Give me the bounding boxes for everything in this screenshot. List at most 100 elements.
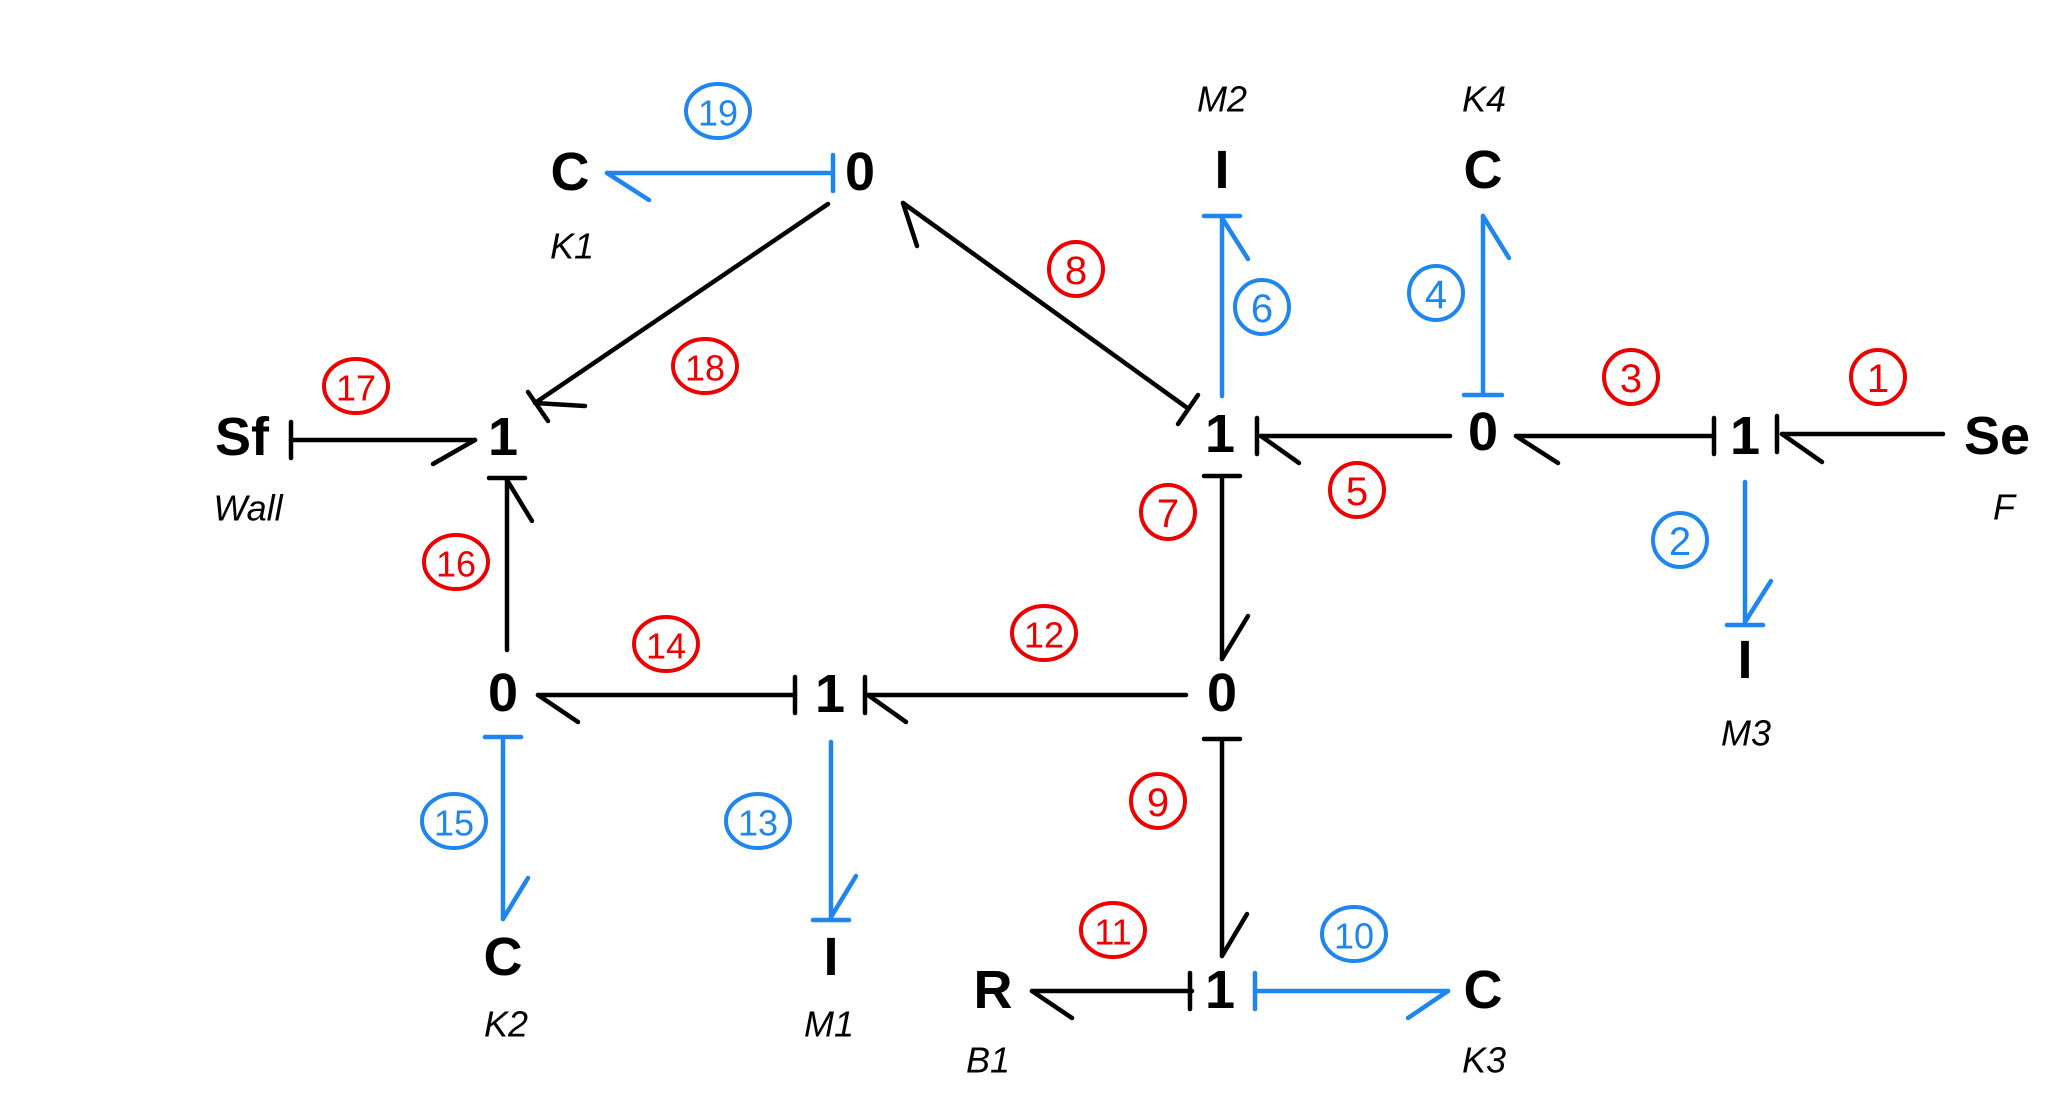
number-circle: [724, 792, 792, 850]
number-text: 19: [698, 93, 738, 134]
node-symbol: C: [1464, 140, 1503, 200]
number-text: 2: [1669, 520, 1691, 564]
node-param-label: B1: [966, 1040, 1010, 1081]
node-I-M2: M2 I: [1197, 79, 1247, 201]
number-text: 5: [1346, 470, 1368, 514]
number-text: 8: [1065, 249, 1087, 293]
number-circle: [1651, 511, 1709, 569]
bond-number-18: 18: [671, 337, 739, 395]
number-text: 18: [685, 348, 725, 389]
node-1-right: 1: [1730, 406, 1760, 466]
node-param-label: M2: [1197, 79, 1247, 120]
number-circle: [1320, 905, 1388, 963]
bond-number-4: 4: [1407, 264, 1465, 322]
bond-number-15: 15: [420, 792, 488, 850]
bond-number-5: 5: [1328, 461, 1386, 519]
number-text: 16: [436, 544, 476, 585]
number-circle: [1047, 240, 1105, 298]
node-param-label: M3: [1721, 713, 1771, 754]
bond-14: [535, 674, 798, 725]
node-symbol: 0: [845, 142, 875, 202]
bond-number-8: 8: [1047, 240, 1105, 298]
node-symbol: C: [484, 927, 523, 987]
node-symbol: C: [551, 142, 590, 202]
bond-number-19: 19: [684, 82, 752, 140]
node-C-K4: K4 C: [1462, 79, 1506, 201]
bond-11: [1029, 970, 1195, 1021]
node-1-left: 1: [488, 407, 518, 467]
bond-number-16: 16: [422, 533, 490, 591]
bond-number-10: 10: [1320, 905, 1388, 963]
bond-number-13: 13: [724, 792, 792, 850]
bond-number-2: 2: [1651, 511, 1709, 569]
node-param-label: K2: [484, 1004, 528, 1045]
number-circle: [684, 82, 752, 140]
bond-10: [1252, 970, 1451, 1021]
node-param-label: K3: [1462, 1040, 1506, 1081]
number-circle: [632, 615, 700, 673]
node-symbol: R: [974, 960, 1013, 1020]
bond-15: [482, 734, 531, 922]
node-0-center-right: 0: [1468, 402, 1498, 462]
number-circle: [1407, 264, 1465, 322]
bond-4: [1461, 213, 1512, 398]
node-I-M3: I M3: [1721, 630, 1771, 754]
node-symbol: I: [823, 927, 838, 987]
bond-number-1: 1: [1849, 348, 1907, 406]
node-R-B1: R B1: [966, 960, 1013, 1081]
node-param-label: F: [1993, 487, 2017, 528]
node-symbol: 1: [815, 664, 845, 724]
node-symbol: Se: [1964, 406, 2030, 466]
node-Sf-Wall: Sf Wall: [213, 407, 283, 529]
bond-9: [1201, 736, 1250, 959]
number-text: 13: [738, 803, 778, 844]
number-circle: [422, 533, 490, 591]
node-0-upper: 0: [845, 142, 875, 202]
node-param-label: K1: [550, 226, 594, 267]
number-text: 9: [1147, 781, 1169, 825]
number-circle: [1328, 461, 1386, 519]
node-C-K1: C K1: [550, 142, 594, 267]
bond-number-9: 9: [1129, 772, 1187, 830]
bond-number-14: 14: [632, 615, 700, 673]
bond-3: [1513, 415, 1717, 466]
node-symbol: 1: [488, 407, 518, 467]
node-param-label: M1: [804, 1004, 854, 1045]
node-symbol: 0: [1468, 402, 1498, 462]
node-I-M1: I M1: [804, 927, 854, 1045]
bond-12: [862, 674, 1189, 725]
number-circle: [420, 792, 488, 850]
node-symbol: I: [1737, 630, 1752, 690]
number-circle: [1849, 348, 1907, 406]
node-1-bottom: 1: [1205, 960, 1235, 1020]
node-Se-F: Se F: [1964, 406, 2030, 528]
number-circle: [1139, 483, 1197, 541]
number-circle: [1602, 348, 1660, 406]
number-circle: [322, 357, 390, 415]
bond-number-11: 11: [1079, 901, 1147, 959]
bond-number-17: 17: [322, 357, 390, 415]
node-0-lower-left: 0: [488, 663, 518, 723]
node-1-lower-center: 1: [815, 664, 845, 724]
node-symbol: 0: [488, 663, 518, 723]
bond-19: [604, 152, 836, 203]
number-text: 1: [1867, 357, 1889, 401]
node-symbol: C: [1464, 960, 1503, 1020]
node-C-K3: C K3: [1462, 960, 1506, 1081]
number-circle: [1233, 278, 1291, 336]
node-symbol: 1: [1205, 960, 1235, 1020]
bond-5: [1254, 415, 1453, 466]
bond-1: [1774, 413, 1946, 465]
number-text: 15: [434, 803, 474, 844]
bond-16: [486, 475, 535, 653]
number-text: 12: [1024, 615, 1064, 656]
number-text: 10: [1334, 916, 1374, 957]
bond-number-12: 12: [1010, 604, 1078, 662]
bond-2: [1724, 479, 1774, 628]
number-text: 17: [336, 368, 376, 409]
bond-number-3: 3: [1602, 348, 1660, 406]
number-text: 14: [646, 626, 686, 667]
bond-6: [1201, 213, 1251, 399]
node-symbol: I: [1214, 140, 1229, 200]
bond-7: [1201, 473, 1251, 662]
